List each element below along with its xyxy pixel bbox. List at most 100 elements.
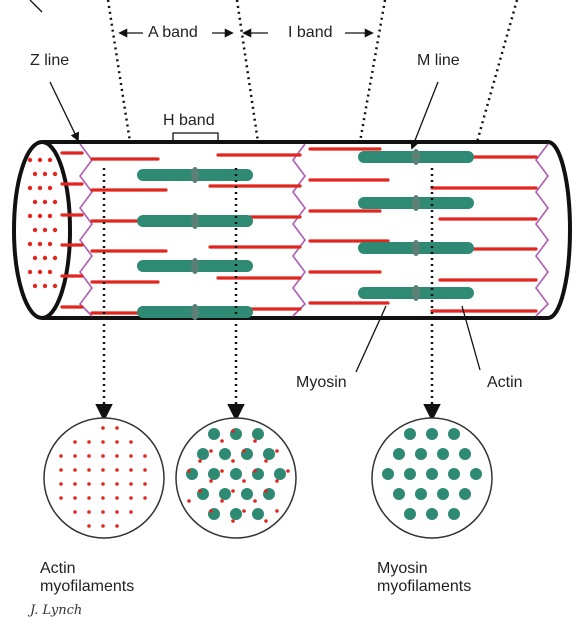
actin-dot <box>129 454 133 458</box>
m-line-label: M line <box>417 52 460 70</box>
actin-dot <box>220 439 224 443</box>
actin-dot <box>101 510 105 514</box>
actin-dot <box>43 172 47 176</box>
myosin-dot <box>197 448 209 460</box>
actin-dot <box>115 454 119 458</box>
myosin-label: Myosin <box>296 374 347 392</box>
myosin-dot <box>230 468 242 480</box>
myosin-dot <box>274 468 286 480</box>
actin-dot <box>28 186 32 190</box>
i-band-label: I band <box>288 24 332 42</box>
actin-dot <box>231 459 235 463</box>
actin-dot <box>115 426 119 430</box>
actin-dot <box>143 482 147 486</box>
actin-dot <box>275 449 279 453</box>
actin-dot <box>231 429 235 433</box>
myosin-dot <box>393 488 405 500</box>
actin-dot <box>73 440 77 444</box>
h-band-label: H band <box>163 112 215 130</box>
myosin-dot <box>208 428 220 440</box>
actin-dot <box>129 468 133 472</box>
actin-dot <box>209 509 213 513</box>
actin-dot <box>115 440 119 444</box>
actin-dot <box>38 242 42 246</box>
actin-dot <box>187 499 191 503</box>
actin-dot <box>264 489 268 493</box>
fiber-cross-section <box>14 142 70 318</box>
actin-dot <box>101 454 105 458</box>
myosin-dot <box>459 448 471 460</box>
myosin-dot <box>470 468 482 480</box>
actin-dot <box>33 200 37 204</box>
m-line-mark <box>412 195 420 211</box>
actin-dot <box>101 426 105 430</box>
actin-dot <box>198 489 202 493</box>
actin-dot <box>48 158 52 162</box>
actin-dot <box>87 454 91 458</box>
myosin-dot <box>437 448 449 460</box>
actin-dot <box>53 172 57 176</box>
actin-dot <box>48 242 52 246</box>
actin-dot <box>33 284 37 288</box>
actin-dot <box>115 468 119 472</box>
myosin-dot <box>426 468 438 480</box>
actin-dot <box>73 454 77 458</box>
actin-dot <box>231 489 235 493</box>
actin-dot <box>187 469 191 473</box>
actin-dot <box>286 469 290 473</box>
actin-dot <box>38 186 42 190</box>
actin-dot <box>53 228 57 232</box>
actin-dot <box>129 510 133 514</box>
myosin-dot <box>219 488 231 500</box>
myosin-dot <box>426 428 438 440</box>
actin-dot <box>143 468 147 472</box>
actin-dot <box>87 510 91 514</box>
m-line-mark <box>412 149 420 165</box>
myosin-dot <box>404 428 416 440</box>
myosin-dot <box>437 488 449 500</box>
actin-dot <box>43 284 47 288</box>
actin-dot <box>143 454 147 458</box>
actin-dot <box>59 496 63 500</box>
actin-dot <box>53 200 57 204</box>
myosin-dot <box>404 468 416 480</box>
actin-dot <box>87 524 91 528</box>
muscle-fiber-cylinder <box>14 142 570 318</box>
actin-dot <box>209 479 213 483</box>
actin-myofilaments-label-line1: Actin <box>40 560 76 578</box>
actin-dot <box>115 510 119 514</box>
myosin-dot <box>448 508 460 520</box>
actin-dot <box>43 228 47 232</box>
actin-dot <box>53 284 57 288</box>
myosin-dot <box>415 448 427 460</box>
actin-myofilaments-label-line2: myofilaments <box>40 578 134 596</box>
actin-dot <box>101 482 105 486</box>
actin-dot <box>253 499 257 503</box>
m-line-mark <box>191 304 199 320</box>
actin-dot <box>28 270 32 274</box>
actin-dot <box>73 510 77 514</box>
actin-dot <box>143 496 147 500</box>
actin-dot <box>115 524 119 528</box>
m-line-mark <box>412 285 420 301</box>
actin-dot <box>59 482 63 486</box>
myosin-dot <box>415 488 427 500</box>
actin-dot <box>38 214 42 218</box>
artist-signature: J. Lynch <box>30 603 82 618</box>
myosin-dot <box>230 508 242 520</box>
actin-dot <box>48 214 52 218</box>
actin-label: Actin <box>487 374 523 392</box>
myosin-myofilaments-label-line1: Myosin <box>377 560 428 578</box>
actin-dot <box>38 270 42 274</box>
myosin-dot <box>241 488 253 500</box>
actin-dot <box>220 499 224 503</box>
actin-dot <box>209 449 213 453</box>
actin-dot <box>101 524 105 528</box>
myosin-myofilaments-label-line2: myofilaments <box>377 578 471 596</box>
actin-dot <box>115 496 119 500</box>
actin-dot <box>253 439 257 443</box>
actin-dot <box>129 496 133 500</box>
m-line-mark <box>412 240 420 256</box>
actin-dot <box>87 468 91 472</box>
